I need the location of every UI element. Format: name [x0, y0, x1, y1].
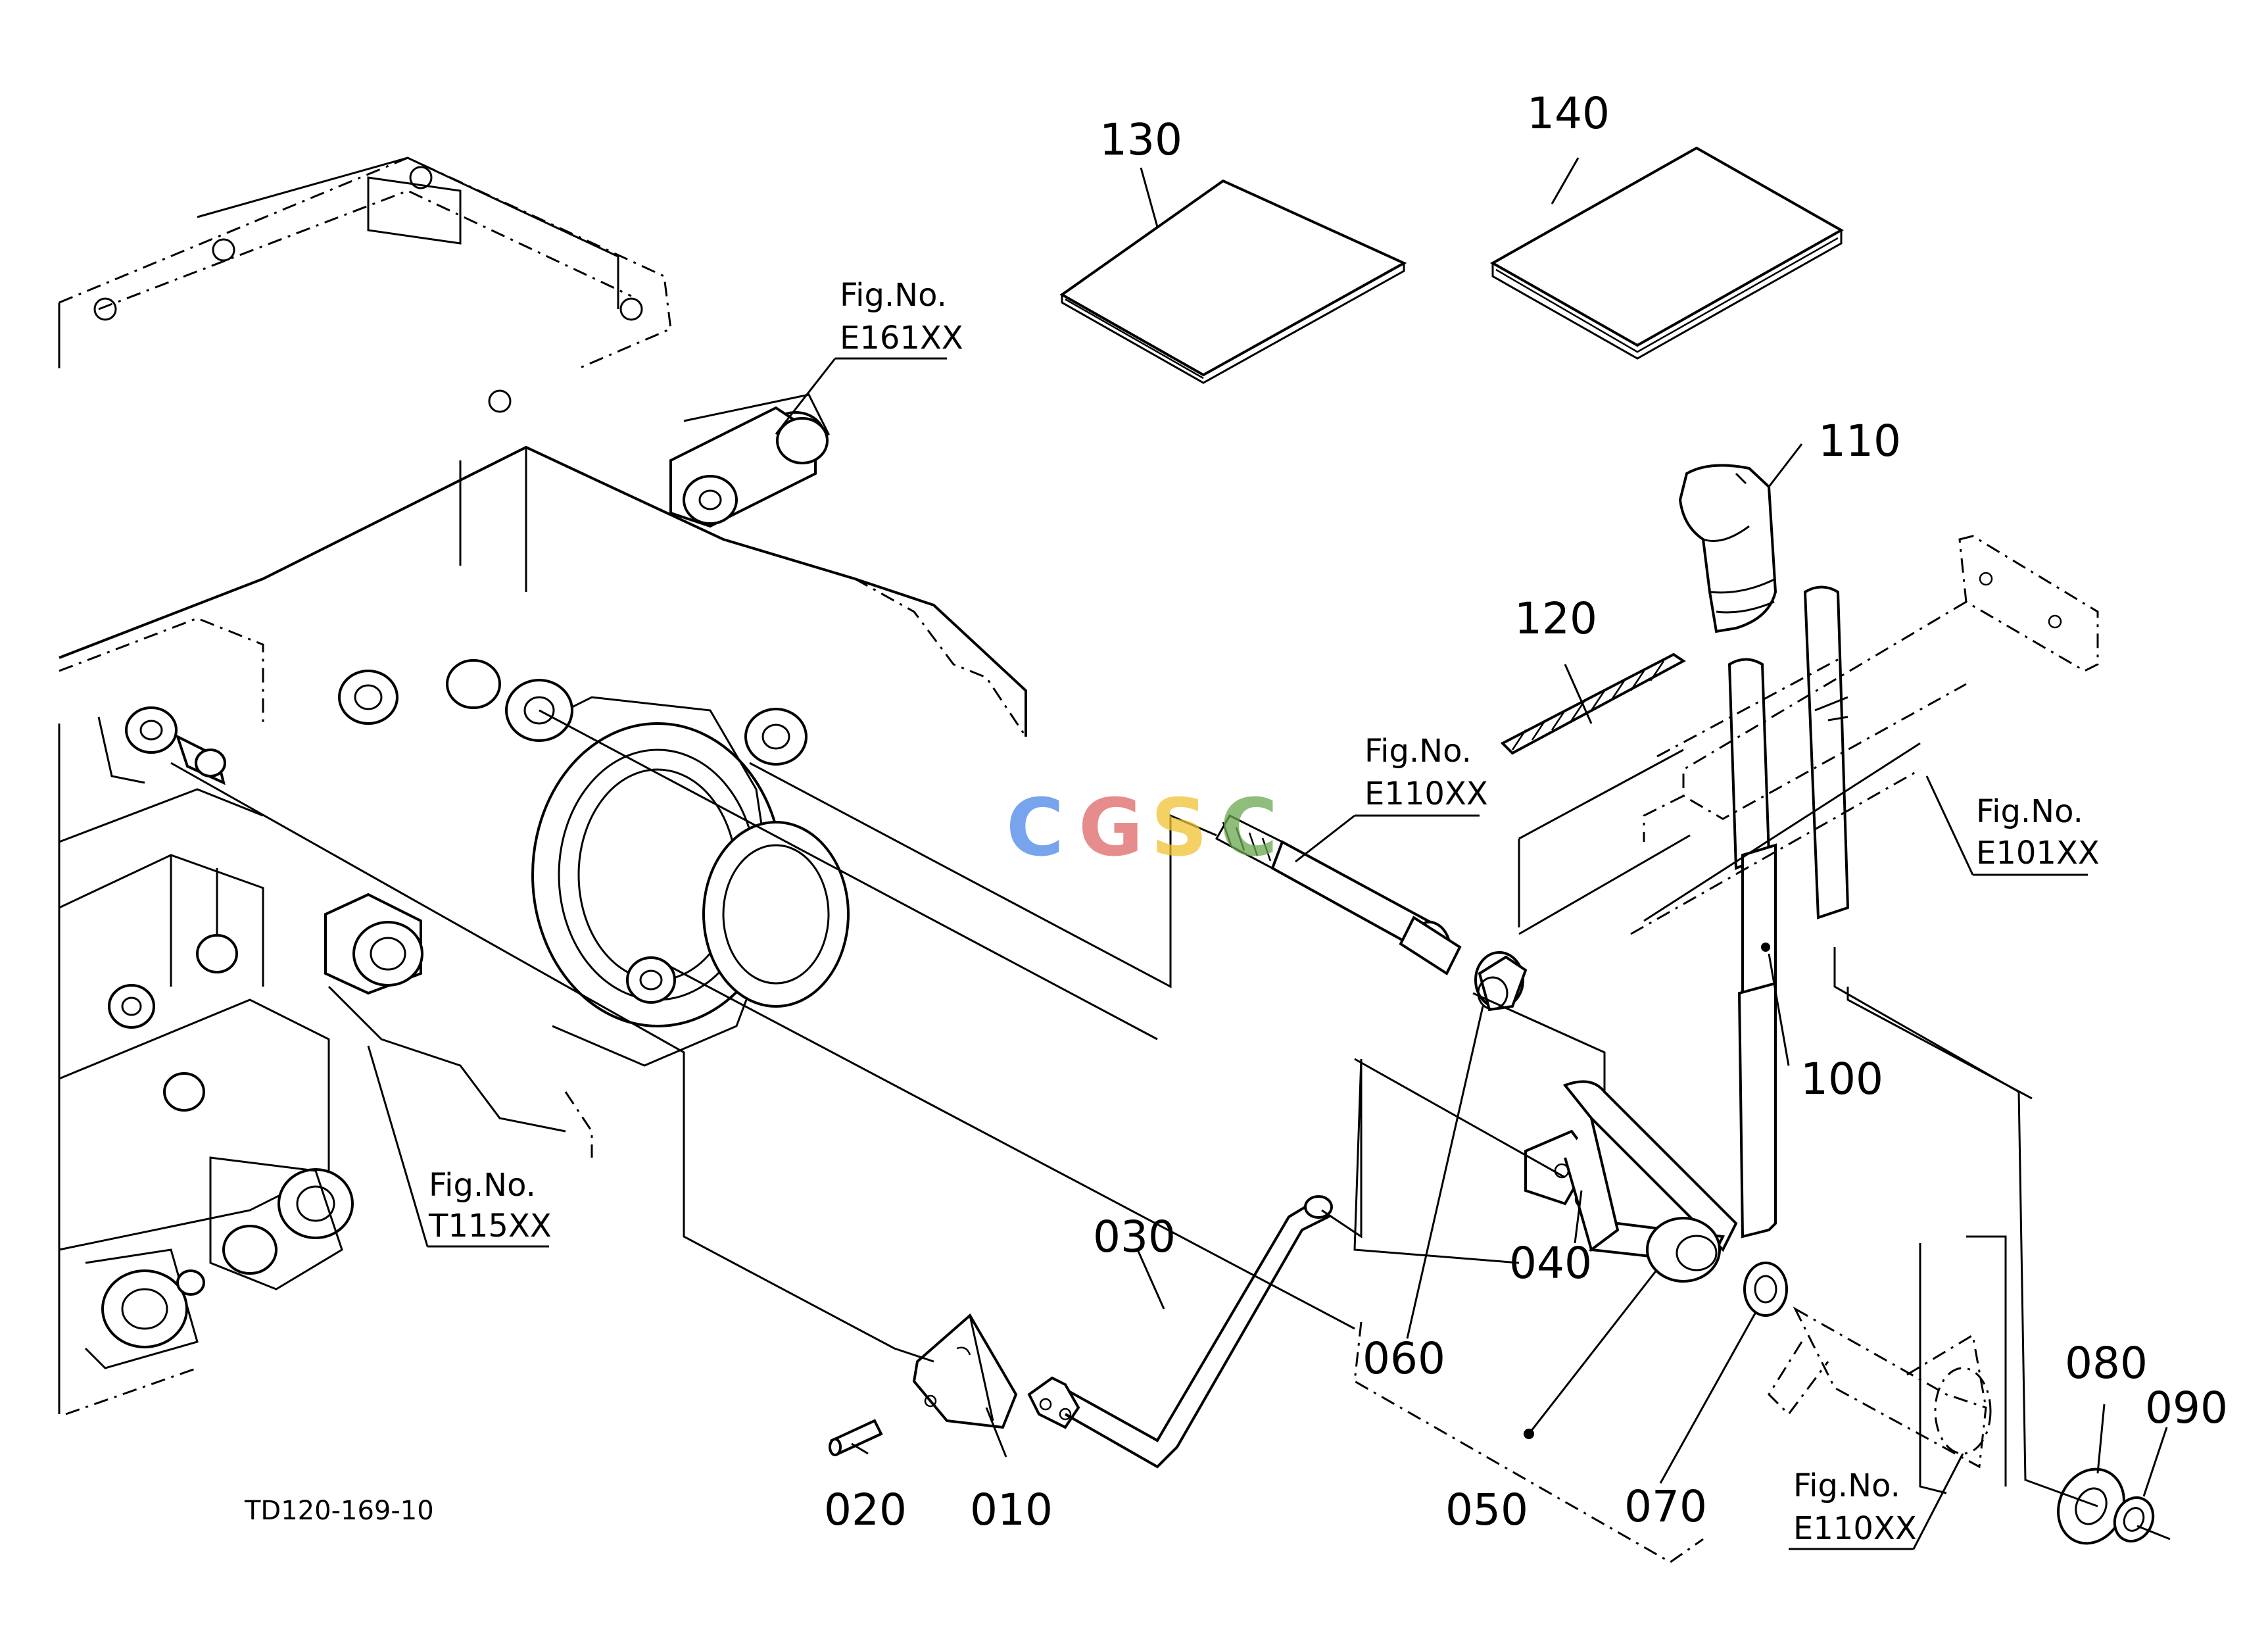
clip-090	[2113, 1496, 2155, 1543]
manual-140	[1489, 146, 1845, 360]
part-label-030[interactable]: 030	[1093, 1212, 1176, 1262]
watermark-letter-2: G	[1078, 783, 1144, 874]
lever-100	[1727, 585, 1850, 1239]
grip-120	[1500, 652, 1686, 755]
fig-ref-prefix: Fig.No.	[1364, 733, 1472, 770]
fig-ref-e110-upper[interactable]: E110XX	[1364, 775, 1488, 812]
part-label-050[interactable]: 050	[1445, 1485, 1528, 1535]
fig-ref-e110-lower[interactable]: E110XX	[1793, 1510, 1917, 1547]
bracket-010	[912, 1313, 1018, 1429]
fig-ref-prefix: Fig.No.	[1976, 793, 2083, 830]
watermark-letter-4: C	[1220, 783, 1278, 874]
drawing-code: TD120-169-10	[244, 1496, 434, 1526]
arm-assembly-050	[1524, 1080, 1738, 1283]
part-label-140[interactable]: 140	[1527, 88, 1610, 139]
part-label-040[interactable]: 040	[1509, 1238, 1592, 1289]
fig-ref-t115[interactable]: T115XX	[428, 1208, 552, 1244]
watermark-logo: C G S C	[1006, 783, 1278, 874]
fig-ref-prefix: Fig.No.	[1793, 1467, 1900, 1504]
fig-ref-prefix: Fig.No.	[429, 1167, 536, 1204]
lever-knob-110	[1678, 464, 1777, 633]
watermark-letter-3: S	[1151, 783, 1207, 874]
part-label-130[interactable]: 130	[1099, 114, 1182, 165]
washer-070	[1743, 1262, 1788, 1317]
bracket-plate	[1518, 535, 2099, 935]
link-rod-030	[1027, 1195, 1333, 1469]
part-label-090[interactable]: 090	[2145, 1383, 2228, 1433]
fig-ref-prefix: Fig.No.	[840, 277, 947, 314]
part-label-070[interactable]: 070	[1624, 1481, 1707, 1532]
reference-lines	[170, 157, 2171, 1563]
fig-ref-e101[interactable]: E101XX	[1976, 835, 2100, 872]
washer-080	[2057, 1467, 2125, 1545]
manual-130	[1059, 179, 1407, 384]
fig-ref-e161[interactable]: E161XX	[840, 320, 963, 356]
part-label-010[interactable]: 010	[970, 1485, 1053, 1535]
part-label-060[interactable]: 060	[1363, 1333, 1445, 1384]
watermark-letter-1: C	[1006, 783, 1064, 874]
part-label-020[interactable]: 020	[824, 1485, 907, 1535]
shaft-lower	[1768, 1306, 1992, 1469]
figure-references: Fig.No. E161XX Fig.No. E110XX Fig.No. E1…	[428, 277, 2100, 1547]
part-labels: 130 140 110 120 100 030 040 060 080 090 …	[824, 88, 2228, 1535]
bushing-060	[1474, 951, 1528, 1012]
shaft-upper	[1215, 814, 1462, 975]
part-label-100[interactable]: 100	[1800, 1054, 1883, 1104]
part-label-080[interactable]: 080	[2065, 1338, 2148, 1389]
part-label-120[interactable]: 120	[1514, 593, 1597, 644]
pin-020	[829, 1419, 883, 1456]
part-label-110[interactable]: 110	[1818, 416, 1901, 466]
transmission-case	[58, 157, 1027, 1415]
